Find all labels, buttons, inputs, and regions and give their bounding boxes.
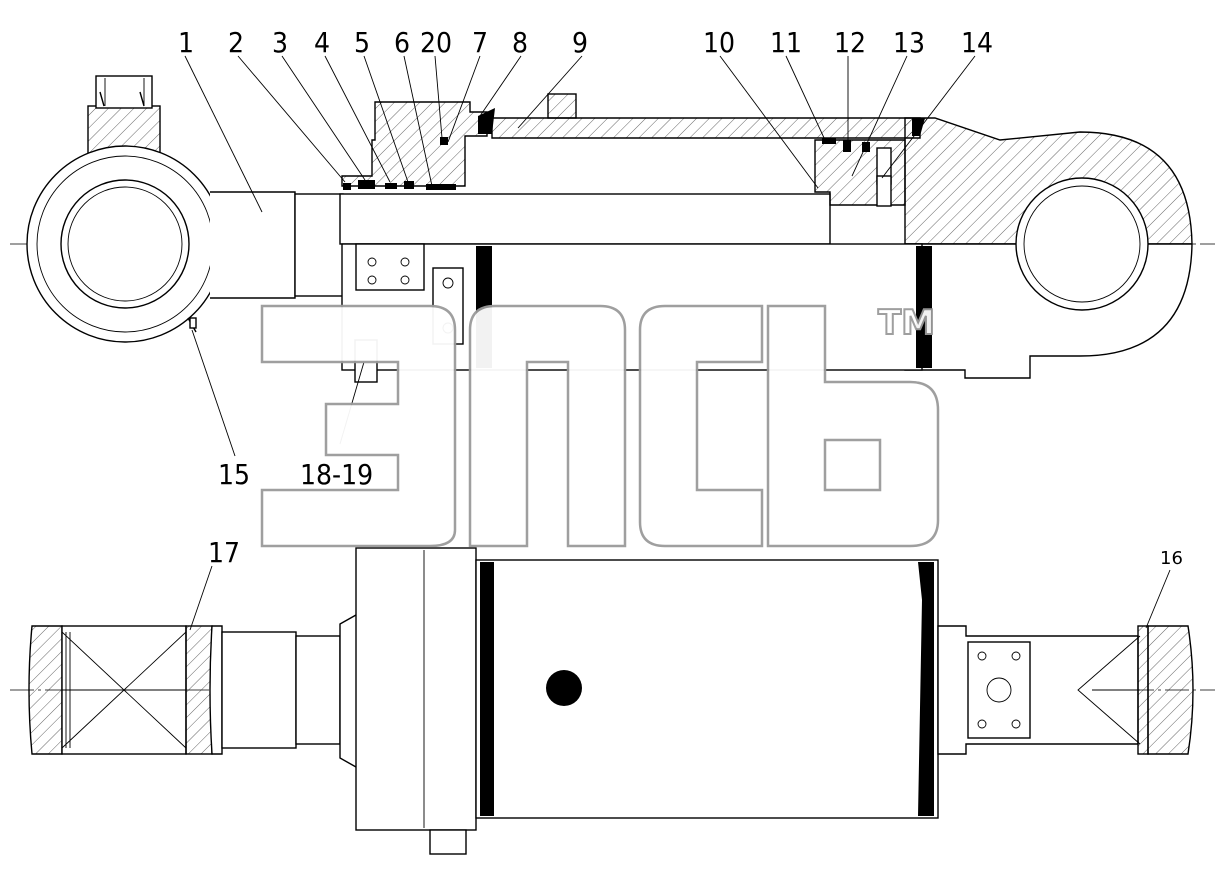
rod-eye-left — [26, 145, 224, 343]
callout-13: 13 — [893, 26, 925, 59]
grease-fitting — [87, 75, 161, 155]
cylinder-bottom-eye — [904, 117, 1193, 379]
gland-head — [341, 101, 495, 190]
watermark-logo: TM — [260, 302, 940, 548]
bottom-exterior-view: 17 16 — [10, 536, 1215, 855]
callout-3: 3 — [272, 26, 288, 59]
callout-17: 17 — [208, 536, 240, 569]
callout-11: 11 — [770, 26, 802, 59]
rod-bottom — [221, 604, 373, 778]
callout-9: 9 — [572, 26, 588, 59]
callout-20: 20 — [420, 26, 452, 59]
callout-1: 1 — [178, 26, 194, 59]
callout-18-19: 18-19 — [300, 458, 373, 491]
cylinder-barrel — [491, 93, 925, 139]
callout-8: 8 — [512, 26, 528, 59]
rod-eye-bottom-left — [28, 625, 223, 755]
callout-16: 16 — [1160, 548, 1183, 569]
piston-rod — [210, 191, 831, 299]
head-flange-bottom — [355, 547, 477, 855]
bottom-end-eye — [937, 625, 1194, 755]
callout-5: 5 — [354, 26, 370, 59]
callout-4: 4 — [314, 26, 330, 59]
callout-14: 14 — [961, 26, 993, 59]
barrel-bottom — [475, 559, 939, 819]
callout-6: 6 — [394, 26, 410, 59]
callout-7: 7 — [472, 26, 488, 59]
callout-15: 15 — [218, 458, 250, 491]
leader-lines-top — [184, 55, 976, 457]
watermark-trademark: TM — [878, 303, 935, 343]
callout-12: 12 — [834, 26, 866, 59]
callout-2: 2 — [228, 26, 244, 59]
callout-10: 10 — [703, 26, 735, 59]
